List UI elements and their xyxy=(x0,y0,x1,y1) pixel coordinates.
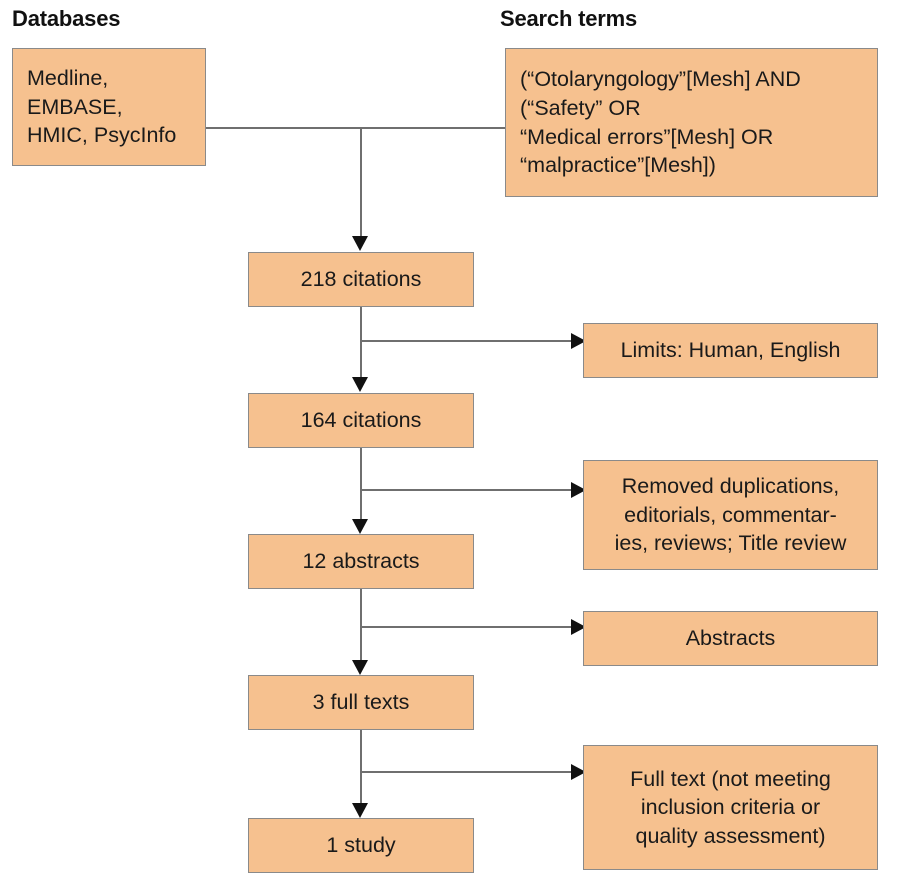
node-218-citations: 218 citations xyxy=(248,252,474,307)
node-abstracts-excluded: Abstracts xyxy=(583,611,878,666)
node-3-full-texts: 3 full texts xyxy=(248,675,474,730)
node-full-text-excluded: Full text (not meeting inclusion criteri… xyxy=(583,745,878,870)
column-header-search-terms: Search terms xyxy=(500,6,638,31)
node-search-terms-text: (“Otolaryngology”[Mesh] AND (“Safety” OR… xyxy=(520,67,801,178)
node-search-terms: (“Otolaryngology”[Mesh] AND (“Safety” OR… xyxy=(505,48,878,197)
connector-branch-removed xyxy=(360,489,575,491)
connector-branch-full-text xyxy=(360,771,575,773)
node-databases: Medline, EMBASE, HMIC, PsycInfo xyxy=(12,48,206,166)
node-abstracts-excluded-text: Abstracts xyxy=(685,626,776,651)
arrowhead-to-full-text-excluded xyxy=(571,764,586,780)
connector-top-horizontal xyxy=(206,127,505,129)
arrowhead-to-164-citations xyxy=(352,377,368,392)
connector-218-to-164 xyxy=(360,307,362,379)
node-164-citations-text: 164 citations xyxy=(300,408,422,433)
arrowhead-to-3-full-texts xyxy=(352,660,368,675)
arrowhead-to-12-abstracts xyxy=(352,519,368,534)
column-header-databases: Databases xyxy=(12,6,121,31)
node-3-full-texts-text: 3 full texts xyxy=(312,690,410,715)
arrowhead-to-removed xyxy=(571,482,586,498)
node-1-study-text: 1 study xyxy=(326,833,396,858)
node-full-text-excluded-text: Full text (not meeting inclusion criteri… xyxy=(630,766,831,848)
arrowhead-to-abstracts-excluded xyxy=(571,619,586,635)
connector-12-to-3 xyxy=(360,589,362,667)
node-218-citations-text: 218 citations xyxy=(300,267,422,292)
node-removed-duplications-text: Removed duplications, editorials, commen… xyxy=(614,474,847,556)
node-12-abstracts-text: 12 abstracts xyxy=(302,549,420,574)
node-12-abstracts: 12 abstracts xyxy=(248,534,474,589)
node-removed-duplications: Removed duplications, editorials, commen… xyxy=(583,460,878,570)
node-164-citations: 164 citations xyxy=(248,393,474,448)
arrowhead-to-1-study xyxy=(352,803,368,818)
connector-top-vertical xyxy=(360,127,362,237)
node-limits-text: Limits: Human, English xyxy=(620,338,841,363)
node-limits: Limits: Human, English xyxy=(583,323,878,378)
connector-3-to-1 xyxy=(360,730,362,810)
connector-164-to-12 xyxy=(360,448,362,527)
connector-branch-limits xyxy=(360,340,575,342)
connector-branch-abstracts xyxy=(360,626,575,628)
node-databases-text: Medline, EMBASE, HMIC, PsycInfo xyxy=(27,66,177,148)
node-1-study: 1 study xyxy=(248,818,474,873)
arrowhead-to-218-citations xyxy=(352,236,368,251)
arrowhead-to-limits xyxy=(571,333,586,349)
